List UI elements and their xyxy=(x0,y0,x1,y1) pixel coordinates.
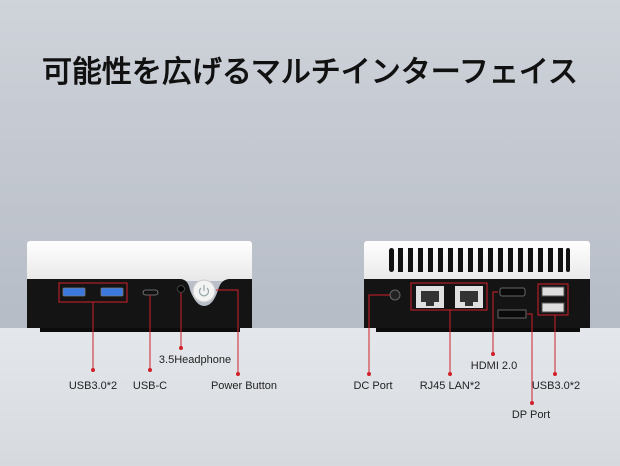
front-feet xyxy=(40,328,240,332)
label-usb3-rear: USB3.0*2 xyxy=(532,380,580,392)
hdmi-callout-line xyxy=(492,291,498,354)
usb3-rear-highlight xyxy=(537,283,569,316)
dc-port xyxy=(389,289,401,301)
usb3-port xyxy=(541,302,565,313)
vent-slots xyxy=(389,248,570,272)
rj45-port xyxy=(416,286,444,308)
callout-dot xyxy=(553,372,557,376)
rj45-port xyxy=(455,286,483,308)
callout-dot xyxy=(148,368,152,372)
dc-callout-line xyxy=(368,294,390,374)
table-surface xyxy=(0,328,620,466)
label-usbc: USB-C xyxy=(133,380,167,392)
headphone-jack xyxy=(177,285,185,293)
callout-dot xyxy=(91,368,95,372)
power-icon xyxy=(198,285,210,297)
usbc-port xyxy=(142,289,159,296)
label-headphone: 3.5Headphone xyxy=(159,354,231,366)
label-dc-port: DC Port xyxy=(353,380,392,392)
callout-dot xyxy=(367,372,371,376)
callout-dot xyxy=(530,401,534,405)
label-power-button: Power Button xyxy=(211,380,277,392)
page-title: 可能性を広げるマルチインターフェイス xyxy=(42,55,578,90)
label-rj45-lan: RJ45 LAN*2 xyxy=(420,380,481,392)
callout-dot xyxy=(491,352,495,356)
usb3-port xyxy=(100,287,124,297)
label-usb3-front: USB3.0*2 xyxy=(69,380,117,392)
rear-top-cover xyxy=(364,241,590,281)
front-device: USB3.0*2 USB-C 3.5Headphone Power Button xyxy=(27,241,277,392)
rear-feet xyxy=(376,328,580,332)
callout-dot xyxy=(236,372,240,376)
dp-port xyxy=(497,309,527,319)
dp-callout-line xyxy=(527,313,533,403)
callout-dot xyxy=(179,346,183,350)
hdmi-port xyxy=(499,287,526,297)
lan-highlight xyxy=(410,282,488,311)
front-top-cover xyxy=(27,241,252,281)
power-callout-line xyxy=(216,289,239,374)
label-hdmi: HDMI 2.0 xyxy=(471,360,517,372)
label-dp-port: DP Port xyxy=(512,409,550,421)
callout-dot xyxy=(448,372,452,376)
usb3-port xyxy=(541,286,565,297)
rear-device: DC Port RJ45 LAN*2 HDMI 2.0 DP Port USB3… xyxy=(353,241,590,421)
usb3-port xyxy=(62,287,86,297)
